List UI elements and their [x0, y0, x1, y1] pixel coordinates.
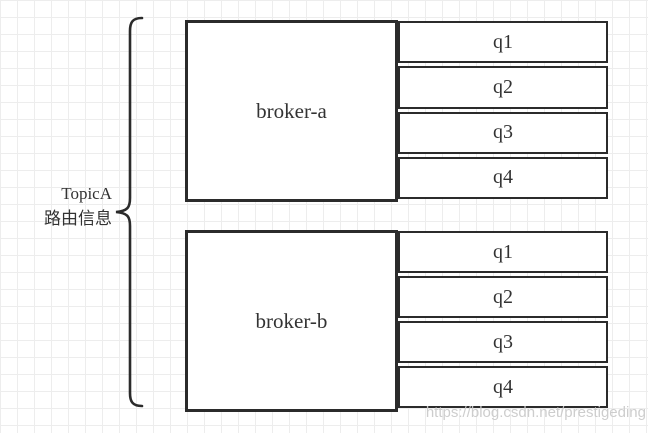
watermark-text: https://blog.csdn.net/prestigeding	[425, 404, 646, 421]
queue-row: q4	[398, 366, 608, 408]
curly-brace-icon	[115, 16, 144, 408]
broker-b-label: broker-b	[255, 308, 328, 333]
broker-a-queue-column: q1 q2 q3 q4	[398, 21, 608, 199]
broker-a-label: broker-a	[256, 98, 327, 123]
queue-label: q3	[493, 121, 513, 144]
queue-label: q1	[493, 240, 513, 263]
queue-row: q3	[398, 321, 608, 363]
queue-row: q1	[398, 21, 608, 64]
queue-row: q2	[398, 66, 608, 109]
broker-b-queue-column: q1 q2 q3 q4	[398, 231, 608, 408]
queue-label: q2	[493, 75, 513, 98]
queue-row: q1	[398, 231, 608, 273]
topic-routing-label: TopicA 路由信息	[4, 181, 112, 231]
queue-label: q4	[493, 375, 513, 398]
broker-b-box: broker-b	[185, 230, 398, 412]
broker-a-box: broker-a	[185, 20, 398, 202]
queue-row: q4	[398, 156, 608, 199]
queue-row: q3	[398, 111, 608, 154]
queue-label: q4	[493, 166, 513, 189]
queue-label: q1	[493, 30, 513, 53]
topic-name-text: TopicA	[61, 184, 112, 203]
queue-row: q2	[398, 276, 608, 318]
routing-info-text: 路由信息	[44, 209, 112, 228]
queue-label: q2	[493, 285, 513, 308]
queue-label: q3	[493, 330, 513, 353]
